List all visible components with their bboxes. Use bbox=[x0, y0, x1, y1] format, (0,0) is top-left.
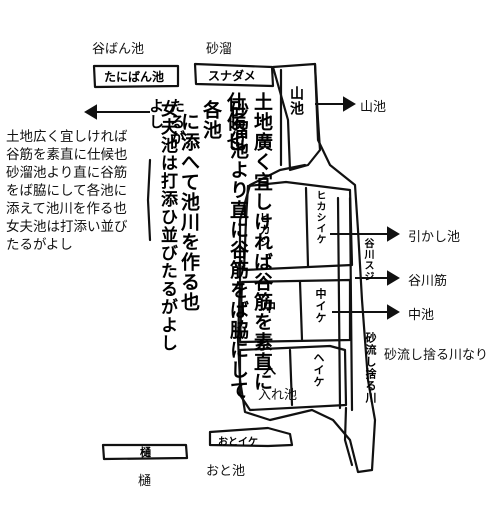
ire-box-text: 入 bbox=[260, 362, 275, 376]
oto-pond-box bbox=[208, 426, 294, 448]
sand-trap-label: 砂溜 bbox=[206, 42, 233, 57]
arrow-tanigawa-head bbox=[387, 270, 400, 286]
tanipan-box-text: たにばん池 bbox=[104, 70, 165, 84]
hi-sluice-label: 樋 bbox=[138, 474, 152, 489]
yama-pond-label: 山池 bbox=[360, 100, 387, 115]
note-line: 砂溜池より直に谷筋 bbox=[6, 165, 128, 181]
note-line: 土地広く宜しければ bbox=[6, 129, 128, 145]
naka-divider bbox=[298, 280, 304, 342]
note-line: 谷筋を素直に仕候也 bbox=[6, 147, 128, 163]
hikikashi-pond-label: 引かし池 bbox=[408, 230, 461, 245]
explanation-note: 土地広く宜しければ 谷筋を素直に仕候也 砂溜池より直に谷筋 をば脇にして各池に … bbox=[6, 128, 156, 254]
hikikashi-box-text: ヒカシ bbox=[258, 212, 271, 248]
hikikashi-pond-box bbox=[242, 180, 354, 272]
tanigawa-channel-text: 谷川スジ bbox=[362, 238, 373, 282]
tanigawa-channel-label: 谷川筋 bbox=[408, 274, 448, 289]
hikikashi-side-text: ヒカシイケ bbox=[314, 190, 325, 245]
sluice-box bbox=[101, 443, 189, 461]
arrow-hikikashi-head bbox=[387, 226, 400, 242]
note-line: 添えて池川を作る也 bbox=[6, 201, 127, 217]
ire-pond-label: 入れ池 bbox=[258, 388, 298, 403]
arrow-yama-head bbox=[343, 96, 356, 112]
naka-box-text: 中 bbox=[260, 300, 275, 314]
sand-discharge-channel bbox=[343, 406, 354, 467]
yama-box-text: 山池 bbox=[288, 86, 304, 116]
arrow-naka-head bbox=[387, 304, 400, 320]
handwriting-column-4: 女夫池は打添ひ並びたるがよし bbox=[157, 100, 177, 352]
arrow-left-head bbox=[84, 104, 97, 120]
ire-divider bbox=[288, 348, 294, 407]
tanipan-pond-label: 谷ばん池 bbox=[92, 42, 145, 57]
naka-pond-label: 中池 bbox=[408, 308, 435, 323]
handwriting-column-3: に添へて池川を作る也 bbox=[178, 112, 200, 312]
sand-channel-text: 砂流し捨る川 bbox=[364, 332, 377, 404]
note-line: 女夫池は打添い並び bbox=[6, 219, 128, 235]
ire-side-text: ヘイケ bbox=[312, 352, 325, 388]
tanigawa-channel-left bbox=[336, 196, 342, 410]
hikikashi-divider bbox=[304, 186, 310, 268]
handwriting-column-1: 土地廣く宜しければ谷筋を素直に仕候也 bbox=[224, 92, 273, 392]
oto-box-text: おとイケ bbox=[218, 437, 258, 448]
sand-river-label: 砂流し捨る川なり bbox=[384, 348, 489, 363]
sand-trap-box bbox=[193, 62, 275, 88]
hi-box-text: 樋 bbox=[140, 446, 151, 459]
handwriting-column-5: たるがよし bbox=[147, 98, 186, 146]
note-line: をば脇にして各池に bbox=[6, 183, 128, 199]
tanipan-pond-box bbox=[92, 64, 180, 89]
handwriting-column-2: 砂溜池より直に谷筋をば脇にして各池 bbox=[200, 100, 249, 400]
sand-box-text: スナダメ bbox=[208, 69, 256, 83]
pond-main-outline bbox=[236, 62, 377, 474]
naka-side-text: 中イケ bbox=[314, 288, 327, 324]
ire-pond-box bbox=[238, 344, 348, 412]
wavy-mark bbox=[146, 158, 152, 242]
note-line: たるがよし bbox=[6, 237, 73, 253]
oto-pond-label: おと池 bbox=[206, 464, 246, 479]
naka-pond-box bbox=[238, 278, 352, 344]
